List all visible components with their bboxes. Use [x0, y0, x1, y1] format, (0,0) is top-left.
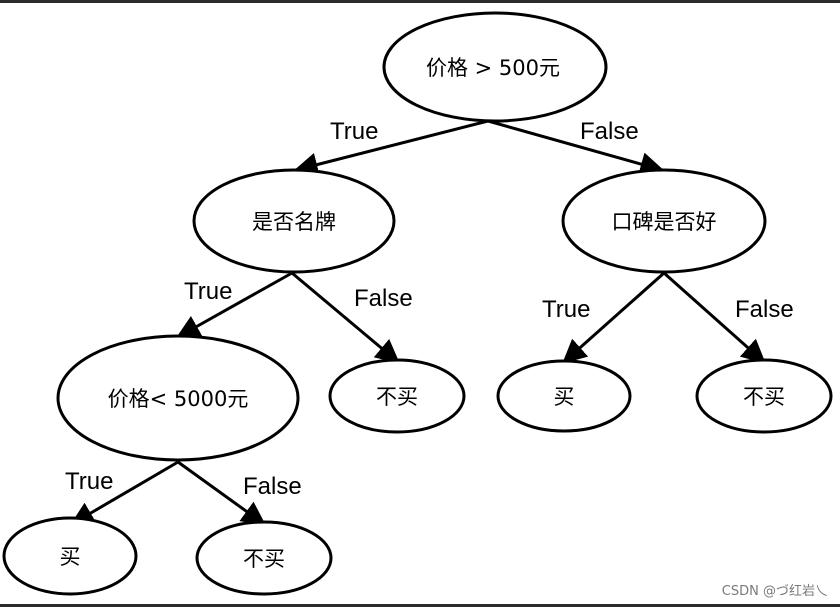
leaf-rep-false: 不买	[695, 358, 833, 434]
bottom-border	[0, 604, 840, 607]
node-reputation-label: 口碑是否好	[612, 210, 717, 234]
edge-label-rep-false: False	[735, 296, 794, 323]
node-root: 价格 > 500元	[382, 11, 608, 123]
edge-label-brand-true: True	[184, 278, 232, 305]
leaf-price-true-label: 买	[60, 545, 81, 569]
leaf-rep-false-label: 不买	[743, 385, 785, 409]
edge-price-to-nobuy	[177, 460, 266, 526]
node-brand-label: 是否名牌	[252, 210, 336, 234]
edge-label-price-true: True	[65, 468, 113, 495]
node-brand: 是否名牌	[192, 168, 396, 274]
leaf-brand-false-label: 不买	[376, 385, 418, 409]
edge-label-brand-false: False	[354, 285, 413, 312]
node-price-lt: 价格< 5000元	[56, 334, 300, 462]
leaf-rep-true-label: 买	[554, 385, 575, 409]
leaf-price-false-label: 不买	[243, 547, 285, 571]
csdn-watermark: CSDN @づ红岩乀	[721, 584, 828, 599]
leaf-rep-true: 买	[496, 359, 632, 433]
edge-label-root-false: False	[580, 118, 639, 145]
edge-root-to-brand	[293, 119, 489, 177]
edge-reputation-to-nobuy	[663, 271, 766, 364]
node-reputation: 口碑是否好	[561, 168, 767, 274]
edge-root-to-reputation	[487, 119, 665, 176]
edge-label-root-true: True	[330, 118, 378, 145]
edge-brand-to-price	[175, 271, 293, 339]
node-root-label: 价格 > 500元	[426, 56, 560, 80]
leaf-price-true: 买	[2, 516, 138, 596]
edge-reputation-to-buy	[562, 271, 665, 364]
edge-label-price-false: False	[243, 473, 302, 500]
top-border	[0, 0, 840, 3]
edge-brand-to-nobuy	[291, 271, 400, 364]
edge-price-to-buy	[69, 460, 179, 526]
edge-label-rep-true: True	[542, 296, 590, 323]
leaf-brand-false: 不买	[328, 358, 466, 434]
leaf-price-false: 不买	[195, 520, 333, 596]
node-price-lt-label: 价格< 5000元	[108, 387, 249, 411]
